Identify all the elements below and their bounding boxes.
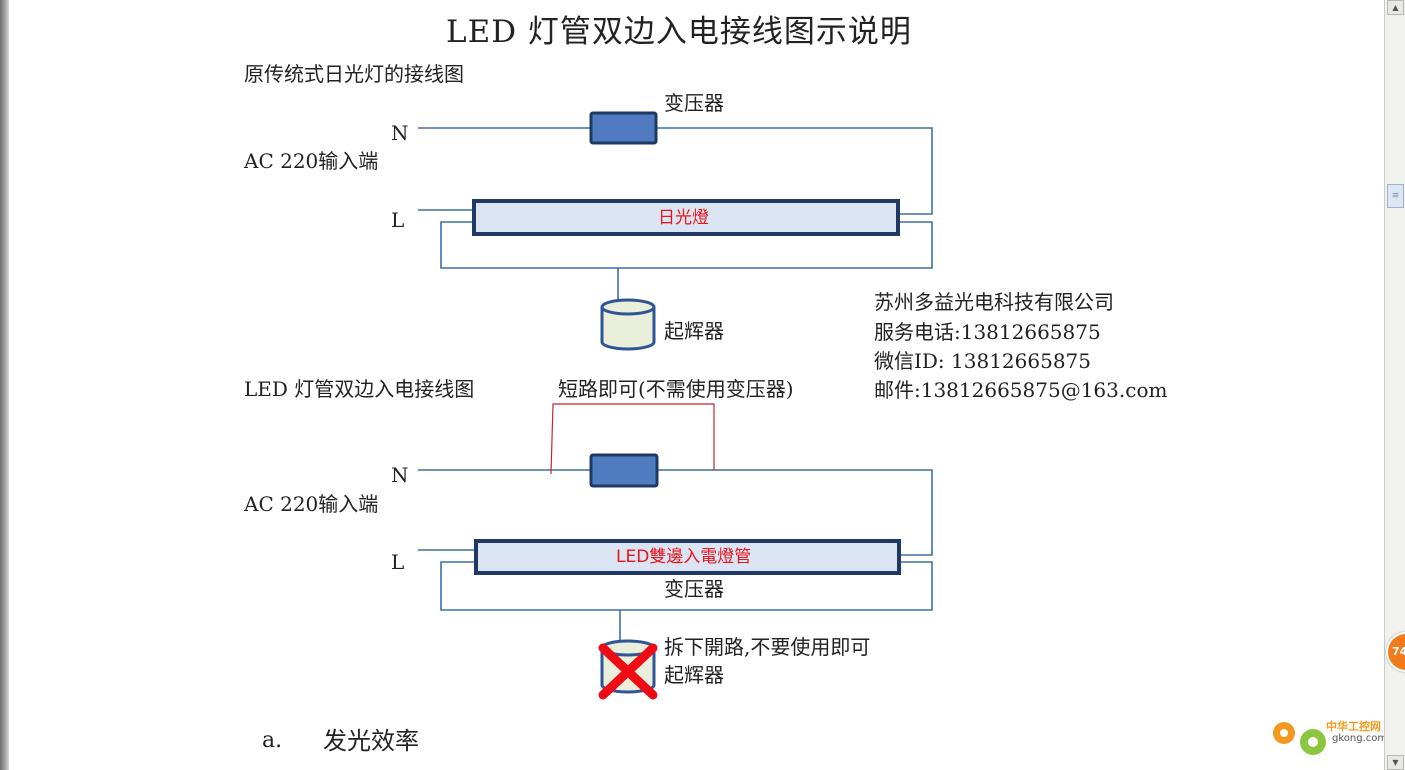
window-left-border [0,0,9,770]
short-circuit-wire [550,403,715,475]
diagram-traditional [418,127,933,300]
fluorescent-tube-label: 日光燈 [658,208,709,228]
wire-loop-1 [440,221,933,269]
vertical-scrollbar[interactable]: ▲ ≡ ▼ [1384,0,1405,770]
cross-mark [598,643,658,700]
l-label-2: L [391,550,405,574]
company-name: 苏州多益光电科技有限公司 [874,290,1114,314]
l-label-1: L [391,208,405,232]
n-label-2: N [391,463,409,487]
scroll-thumb[interactable]: ≡ [1387,184,1404,208]
ac-input-label-1: AC 220输入端 [244,149,379,173]
short-circuit-note: 短路即可(不需使用变压器) [558,377,794,401]
company-email: 邮件:13812665875@163.com [874,378,1168,402]
transformer-label-2: 变压器 [664,577,724,601]
wire-n-2b [657,469,933,556]
transformer-1 [589,111,658,145]
watermark-line1: 中华工控网 [1326,720,1381,733]
company-phone: 服务电话:13812665875 [874,320,1101,344]
scroll-up-button[interactable]: ▲ [1387,0,1404,15]
watermark-logo [1273,722,1326,755]
wire-loop-2 [440,561,933,611]
led-tube-label: LED雙邊入電燈管 [616,547,752,567]
ac-input-label-2: AC 220输入端 [244,492,379,516]
wire-n-1b [656,127,933,215]
list-item-text: 发光效率 [323,727,419,755]
diagram-led [418,469,933,640]
starter-label-1: 起辉器 [664,319,724,343]
section1-heading: 原传统式日光灯的接线图 [244,62,464,86]
watermark-line2: gkong.com [1332,733,1388,744]
starter-label-2: 起辉器 [664,663,724,687]
page-title: LED 灯管双边入电接线图示说明 [446,14,912,50]
starter-2-removed [598,639,658,700]
led-tube [474,539,901,575]
transformer-2 [589,453,659,488]
list-marker: a. [262,728,283,753]
remove-starter-note: 拆下開路,不要使用即可 [664,635,871,659]
starter-1 [600,298,656,351]
scroll-down-button[interactable]: ▼ [1387,755,1404,770]
transformer-label-1: 变压器 [664,91,724,115]
company-wechat: 微信ID: 13812665875 [874,349,1092,373]
fluorescent-tube [472,199,900,236]
section2-heading: LED 灯管双边入电接线图 [244,377,475,401]
n-label-1: N [391,121,409,145]
